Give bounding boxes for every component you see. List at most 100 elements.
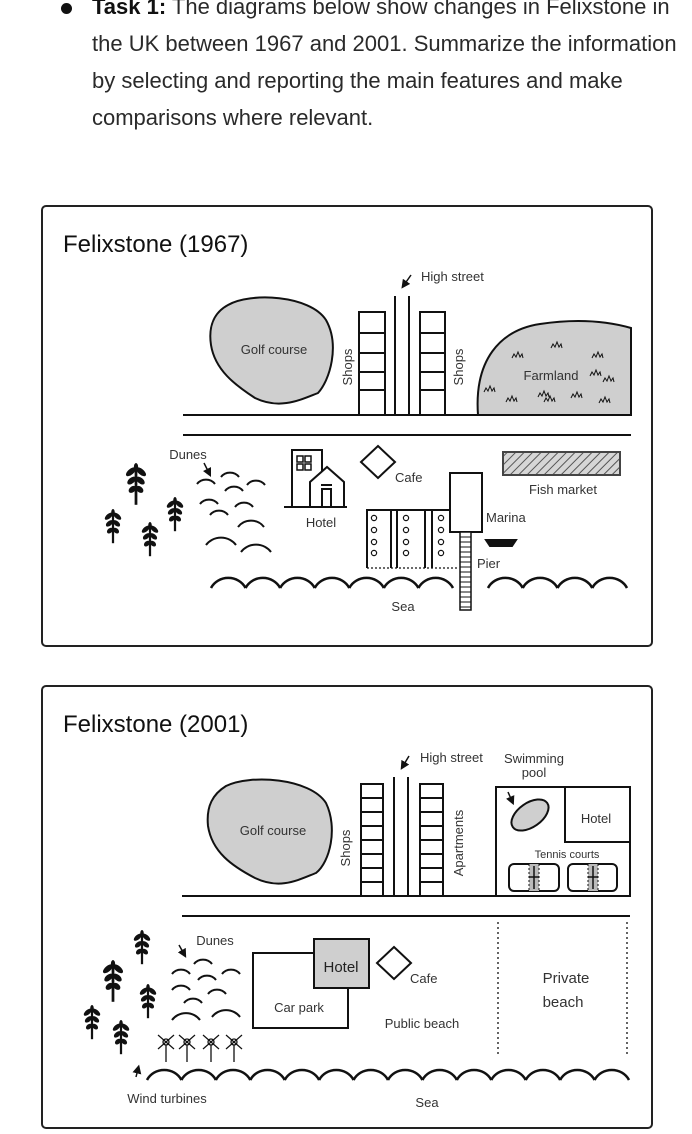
turbine-blade [165,1034,175,1043]
bullet-icon [61,3,72,14]
sea-waves [145,1068,631,1081]
leaf [167,508,175,515]
wind-turbine-icon [178,1034,196,1062]
turbine-blade [225,1041,235,1050]
seafront-buildings [366,509,458,569]
wave-arc [279,576,316,589]
tree-icon [104,509,122,544]
grass-icon [589,368,602,377]
window-circle [402,514,410,522]
apartments-label: Apartments [451,809,466,876]
arrow-icon [202,462,212,478]
dune-arc [196,478,216,485]
grass-icon [505,394,518,403]
wave-arc [318,1068,355,1081]
leaf [113,1031,121,1038]
public-beach-label: Public beach [385,1016,459,1031]
tennis-court [567,863,618,892]
wave-arc [591,576,629,589]
leaf [120,1038,128,1045]
high-street-label: High street [421,269,484,284]
leaf [135,485,144,493]
hotel-building [313,938,370,989]
leaf [149,540,157,547]
leaf [136,476,145,485]
private-beach-label: Private [543,970,590,987]
grass-icon [543,394,556,403]
marina-label: Marina [486,510,527,525]
shops-block [360,783,384,897]
leaf [175,500,184,508]
dune-arc [211,1009,241,1018]
leaf [91,1023,99,1030]
map-title: Felixstone (1967) [63,231,248,258]
turbine-blade [225,1034,235,1043]
dunes [171,958,241,1021]
leaf [150,533,158,540]
map-1967: Felixstone (1967) Golf course Shops Shop… [41,205,653,647]
window-circle [437,514,445,522]
swimming-pool-label: pool [522,765,547,780]
wave-arc [421,1068,458,1081]
leaf [146,984,150,992]
fish-market-label: Fish market [529,482,597,497]
tree-icon [125,463,147,505]
apartments-block [419,783,444,897]
wave-arc [556,576,594,589]
wave-arc [524,1068,562,1081]
leaf [121,1031,129,1038]
farmland [476,320,632,416]
window-circle [370,526,378,534]
wave-arc [486,576,524,589]
leaf [111,509,115,517]
sea-label: Sea [391,599,415,614]
leaf [166,500,175,508]
golf-course [206,778,333,885]
wind-turbine-icon [157,1034,175,1062]
leaf [142,933,151,941]
leaf [139,987,148,995]
wind-turbine-icon [202,1034,220,1062]
leaf [112,982,121,990]
leaf [150,525,159,533]
leaf [125,467,136,477]
leaf [110,960,116,969]
shops-block-left [358,311,386,416]
arrow-icon [177,944,187,958]
leaf [133,933,142,941]
dune-arc [205,536,237,546]
task-label: Task 1: [92,0,167,19]
map-2001: Felixstone (2001) Golf course Shops Apar… [41,685,653,1129]
wave-arc [313,576,351,589]
turbine-blade [157,1041,167,1050]
leaf [105,982,114,990]
wave-arc [348,576,385,589]
dunes-label: Dunes [169,447,207,462]
grass-icon [598,395,611,404]
window-circle [370,538,378,546]
tree-icon [166,497,184,532]
leaf [83,1008,92,1016]
cafe-icon [359,444,397,480]
dunes-label: Dunes [196,933,234,948]
wave-arc [386,1068,424,1081]
leaf [148,522,152,530]
shops-label: Shops [451,348,466,385]
car-park-label: Car park [274,1000,324,1015]
shops-block-right [419,311,446,416]
wave-arc [214,1068,252,1081]
leaf [148,987,157,995]
pier [459,531,472,611]
golf-course-label: Golf course [241,342,307,357]
leaf [102,964,113,974]
grass-icon [550,340,563,349]
swimming-pool [510,798,550,832]
window-circle [437,538,445,546]
dune-arc [237,519,265,528]
tree-icon [112,1020,130,1055]
sea-waves [209,576,629,589]
swimming-pool-label: Swimming [504,751,564,766]
task-text: The diagrams below show changes in Felix… [92,0,677,130]
dune-arc [207,988,227,995]
